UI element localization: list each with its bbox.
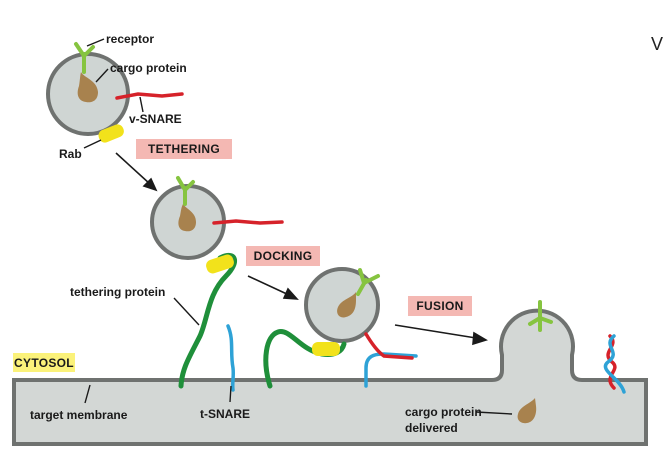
leader-rab: [83, 139, 102, 149]
target-membrane-label: target membrane: [30, 408, 128, 422]
cargo-protein-1: [77, 72, 98, 103]
cytosol-label: CYTOSOL: [14, 356, 74, 370]
cargo-protein-delivered: [517, 398, 537, 424]
leader-receptor: [86, 38, 105, 47]
v-snare-1: [115, 92, 184, 100]
receptor-1: [74, 42, 95, 74]
stage-docking-box: [246, 246, 320, 266]
receptor-label: receptor: [106, 32, 154, 46]
receptor-2: [176, 176, 195, 206]
v-snare-2: [212, 219, 284, 225]
v-snare-3: [364, 332, 414, 360]
rab-1: [98, 124, 124, 143]
cargo-protein-2: [178, 204, 196, 232]
leader-target-membrane: [84, 384, 91, 404]
vesicle-3: [263, 267, 418, 389]
arrow-tethering: [115, 152, 151, 185]
rab-3: [312, 342, 340, 356]
vesicle-1: [46, 42, 184, 143]
arrows: [115, 152, 488, 346]
cytosol-box: [13, 353, 75, 372]
stage-docking: DOCKING: [254, 249, 313, 263]
stage-tethering-box: [136, 139, 232, 159]
vesicle-2: [150, 176, 284, 389]
receptor-4: [528, 300, 553, 332]
leader-cargo: [95, 68, 109, 83]
stage-fusion-box: [408, 296, 472, 316]
arrow-tethering-head: [142, 177, 158, 192]
leader-v-snare: [139, 96, 144, 113]
cargo-protein-3: [337, 292, 356, 318]
target-membrane: [12, 308, 648, 446]
arrow-fusion: [394, 324, 477, 339]
leader-t-snare: [229, 385, 232, 403]
leader-lines: [83, 38, 513, 415]
leader-cargo-delivered: [475, 411, 513, 415]
snare-complex: [603, 334, 626, 394]
cargo-delivered-label-2: delivered: [405, 421, 458, 435]
arrow-docking-head: [282, 287, 299, 300]
arrow-fusion-head: [472, 331, 488, 346]
stage-tethering: TETHERING: [148, 142, 220, 156]
cargo-delivered-label-1: cargo protein: [405, 405, 482, 419]
leader-tethering-protein: [173, 297, 200, 326]
edge-glyph: V: [651, 34, 663, 54]
cargo-protein-label: cargo protein: [110, 61, 187, 75]
v-snare-label: v-SNARE: [129, 112, 182, 126]
t-snare-label: t-SNARE: [200, 407, 250, 421]
stage-fusion: FUSION: [416, 299, 463, 313]
t-snare-1: [226, 324, 236, 392]
tethering-protein-1: [178, 252, 237, 389]
receptor-3: [356, 268, 380, 296]
tethering-protein-label: tethering protein: [70, 285, 165, 299]
rab-2: [206, 254, 234, 274]
arrow-docking: [247, 275, 290, 296]
rab-label: Rab: [59, 147, 82, 161]
